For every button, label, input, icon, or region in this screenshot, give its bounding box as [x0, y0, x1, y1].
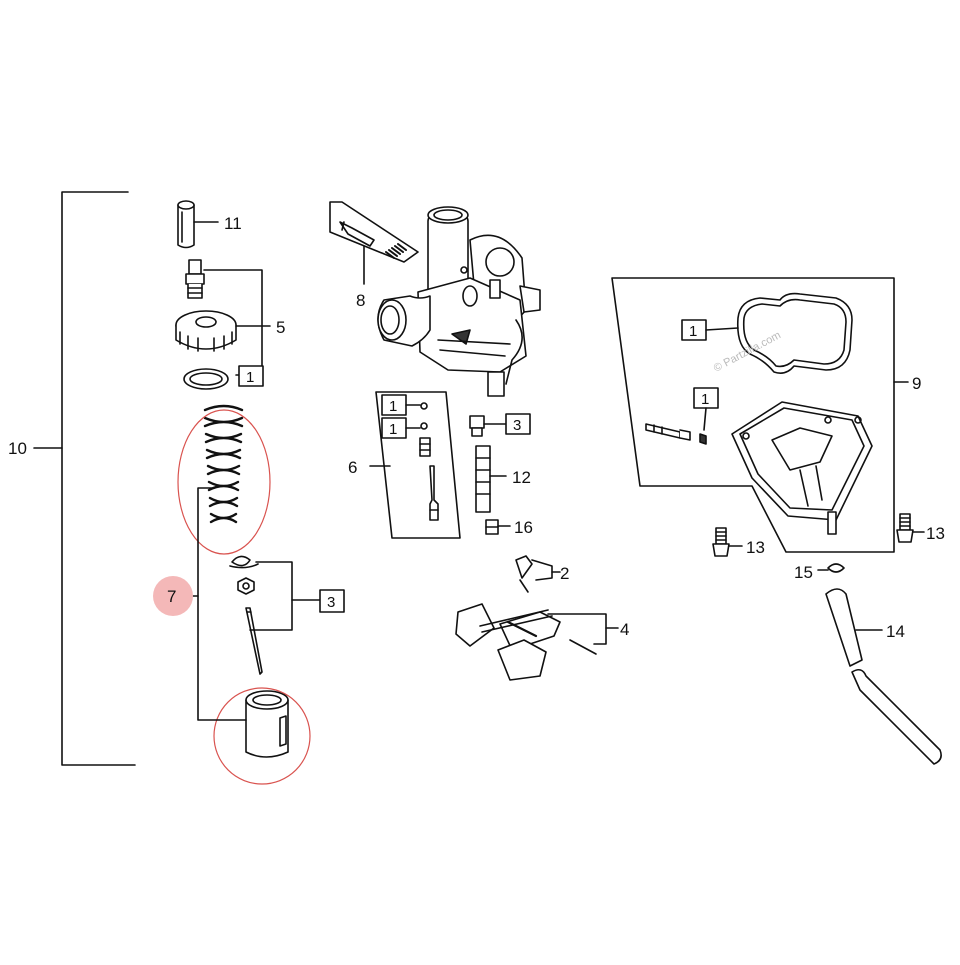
part-14-drain-tube[interactable] — [825, 588, 942, 765]
part-6-jet-kit-frame — [375, 391, 461, 539]
callout-1-c[interactable]: 1 — [389, 421, 397, 438]
part-drain-o-ring[interactable] — [699, 433, 707, 445]
callout-13-a[interactable]: 13 — [746, 538, 765, 557]
callout-5[interactable]: 5 — [276, 318, 285, 337]
part-slow-jet[interactable] — [419, 437, 431, 457]
part-float-chamber-gasket[interactable] — [736, 292, 853, 374]
part-12-needle-jet[interactable] — [475, 445, 491, 513]
callout-15[interactable]: 15 — [794, 563, 813, 582]
part-float-chamber[interactable] — [731, 401, 873, 535]
callout-7[interactable]: 7 — [167, 587, 176, 606]
part-needle-jet-holder[interactable] — [469, 415, 485, 437]
callout-1-d[interactable]: 1 — [689, 323, 697, 340]
callout-11[interactable]: 11 — [224, 214, 242, 233]
callout-9[interactable]: 9 — [912, 374, 921, 393]
part-o-ring[interactable] — [183, 368, 229, 390]
carburetor-body[interactable] — [377, 206, 541, 397]
callout-box-3-b — [505, 413, 531, 435]
callout-1-a[interactable]: 1 — [246, 369, 254, 386]
part-throttle-spring[interactable] — [203, 404, 244, 524]
part-needle-clip[interactable] — [229, 555, 259, 569]
part-8-screw-kit-frame — [329, 201, 419, 263]
part-main-jet[interactable] — [429, 465, 439, 521]
part-pilot-spring[interactable] — [385, 243, 407, 259]
part-float-pin[interactable] — [569, 639, 597, 655]
watermark-text: © Partzilla.com — [712, 329, 783, 374]
callout-10[interactable]: 10 — [8, 439, 27, 458]
leader-7 — [197, 487, 247, 721]
callout-4[interactable]: 4 — [620, 620, 629, 639]
part-13-screw-a[interactable] — [712, 527, 730, 557]
part-pilot-screw[interactable] — [339, 221, 375, 247]
callout-1-b[interactable]: 1 — [389, 398, 397, 415]
callout-16[interactable]: 16 — [514, 518, 533, 537]
highlight-badge-7 — [153, 576, 193, 616]
part-jet-small-b[interactable] — [420, 422, 428, 430]
part-needle-retainer[interactable] — [237, 577, 255, 595]
assembly-bracket-10 — [33, 191, 136, 766]
part-adjuster-screw[interactable] — [185, 259, 205, 299]
highlight-circle-slide — [213, 687, 311, 785]
callout-8[interactable]: 8 — [356, 291, 365, 310]
part-jet-small-a[interactable] — [420, 402, 428, 410]
part-2-float-valve[interactable] — [515, 555, 533, 593]
part-jet-needle[interactable] — [245, 607, 263, 675]
callout-14[interactable]: 14 — [886, 622, 905, 641]
part-throttle-valve-slide[interactable] — [245, 690, 289, 758]
part-5-carburetor-top[interactable] — [175, 310, 237, 352]
callout-13-b[interactable]: 13 — [926, 524, 945, 543]
callout-2[interactable]: 2 — [560, 564, 569, 583]
callout-box-1-a — [238, 365, 264, 387]
part-9-float-chamber-frame — [611, 277, 895, 553]
part-11-cap[interactable] — [177, 200, 219, 249]
leader-3-a — [249, 561, 293, 631]
callout-box-3-a — [319, 589, 345, 613]
part-4-float[interactable] — [455, 603, 561, 681]
callout-1-e[interactable]: 1 — [701, 391, 709, 408]
part-13-screw-b[interactable] — [896, 513, 914, 543]
part-drain-screw[interactable] — [645, 423, 691, 441]
callout-3-a[interactable]: 3 — [327, 594, 335, 611]
highlight-circle-spring — [177, 409, 271, 555]
callout-12[interactable]: 12 — [512, 468, 531, 487]
part-15-clip[interactable] — [827, 563, 845, 573]
callout-6[interactable]: 6 — [348, 458, 357, 477]
part-16-jet[interactable] — [485, 519, 499, 535]
callout-3-b[interactable]: 3 — [513, 417, 521, 434]
